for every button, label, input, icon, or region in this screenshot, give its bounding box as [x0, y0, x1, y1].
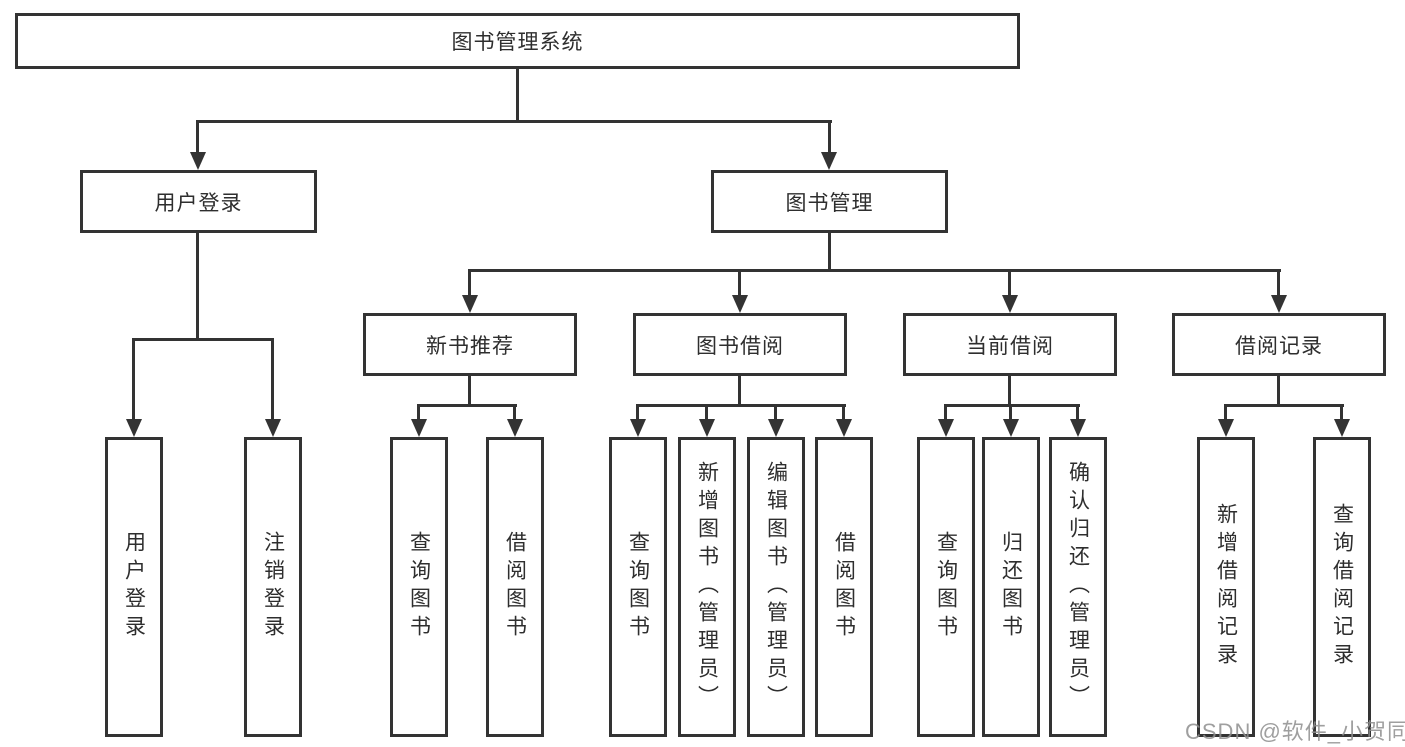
v-line: [468, 269, 471, 297]
leaf-label: 借阅图书: [503, 531, 527, 643]
leaf-label: 查询图书: [934, 531, 958, 643]
v-line: [516, 69, 519, 122]
v-line: [1277, 376, 1280, 407]
arrowhead-down: [507, 419, 523, 437]
v-line: [828, 120, 831, 154]
leaf-label: 注销登录: [261, 531, 285, 643]
leaf-add-book-admin: 新增图书（管理员）: [678, 437, 736, 737]
node-book-borrowing: 图书借阅: [633, 313, 847, 376]
v-line: [196, 233, 199, 340]
node-user-login: 用户登录: [80, 170, 317, 233]
arrowhead-down: [1002, 295, 1018, 313]
node-borrowing-records: 借阅记录: [1172, 313, 1386, 376]
v-line: [1009, 404, 1012, 421]
v-line: [132, 338, 135, 421]
v-line: [774, 404, 777, 421]
v-line: [842, 404, 845, 421]
h-line: [636, 404, 846, 407]
node-current-borrowing: 当前借阅: [903, 313, 1117, 376]
v-line: [738, 269, 741, 297]
v-line: [513, 404, 516, 421]
v-line: [1277, 269, 1280, 297]
leaf-label: 新增借阅记录: [1214, 503, 1238, 671]
arrowhead-down: [126, 419, 142, 437]
arrowhead-down: [768, 419, 784, 437]
node-new-book-recommendation: 新书推荐: [363, 313, 577, 376]
v-line: [1224, 404, 1227, 421]
leaf-borrow-books-recommend: 借阅图书: [486, 437, 544, 737]
leaf-label: 编辑图书（管理员）: [764, 461, 788, 713]
arrowhead-down: [699, 419, 715, 437]
h-line: [1224, 404, 1344, 407]
node-label: 用户登录: [154, 191, 243, 215]
h-line: [944, 404, 1080, 407]
arrowhead-down: [265, 419, 281, 437]
arrowhead-down: [732, 295, 748, 313]
leaf-query-borrow-record: 查询借阅记录: [1313, 437, 1371, 737]
arrowhead-down: [1003, 419, 1019, 437]
leaf-borrow-books-borrowing: 借阅图书: [815, 437, 873, 737]
csdn-watermark: CSDN @软件_小贺同学: [1185, 719, 1405, 744]
leaf-return-book: 归还图书: [982, 437, 1040, 737]
node-book-management: 图书管理: [711, 170, 948, 233]
leaf-logout: 注销登录: [244, 437, 302, 737]
leaf-edit-book-admin: 编辑图书（管理员）: [747, 437, 805, 737]
h-line: [132, 338, 274, 341]
v-line: [828, 233, 831, 272]
leaf-add-borrow-record: 新增借阅记录: [1197, 437, 1255, 737]
v-line: [1008, 376, 1011, 407]
leaf-label: 借阅图书: [832, 531, 856, 643]
arrowhead-down: [462, 295, 478, 313]
v-line: [705, 404, 708, 421]
v-line: [636, 404, 639, 421]
arrowhead-down: [938, 419, 954, 437]
arrowhead-down: [836, 419, 852, 437]
leaf-label: 确认归还（管理员）: [1066, 461, 1090, 713]
leaf-label: 查询借阅记录: [1330, 503, 1354, 671]
node-label: 图书管理: [785, 191, 874, 215]
arrowhead-down: [630, 419, 646, 437]
arrowhead-down: [821, 152, 837, 170]
v-line: [944, 404, 947, 421]
leaf-label: 查询图书: [626, 531, 650, 643]
node-label: 当前借阅: [966, 334, 1054, 358]
node-label: 图书借阅: [696, 334, 784, 358]
arrowhead-down: [190, 152, 206, 170]
v-line: [1340, 404, 1343, 421]
node-label: 借阅记录: [1235, 334, 1323, 358]
arrowhead-down: [1070, 419, 1086, 437]
node-label: 图书管理系统: [451, 31, 584, 54]
arrowhead-down: [1334, 419, 1350, 437]
leaf-label: 查询图书: [407, 531, 431, 643]
leaf-confirm-return-admin: 确认归还（管理员）: [1049, 437, 1107, 737]
leaf-user-login: 用户登录: [105, 437, 163, 737]
arrowhead-down: [1218, 419, 1234, 437]
h-line: [468, 269, 1281, 272]
node-label: 新书推荐: [426, 334, 514, 358]
v-line: [417, 404, 420, 421]
v-line: [738, 376, 741, 407]
leaf-query-books-recommend: 查询图书: [390, 437, 448, 737]
v-line: [271, 338, 274, 421]
v-line: [196, 120, 199, 154]
leaf-label: 用户登录: [122, 531, 146, 643]
node-library-management-system: 图书管理系统: [15, 13, 1020, 69]
leaf-label: 归还图书: [999, 531, 1023, 643]
leaf-query-books-borrowing: 查询图书: [609, 437, 667, 737]
v-line: [1008, 269, 1011, 297]
leaf-label: 新增图书（管理员）: [695, 461, 719, 713]
arrowhead-down: [1271, 295, 1287, 313]
h-line: [196, 120, 832, 123]
arrowhead-down: [411, 419, 427, 437]
leaf-query-books-current: 查询图书: [917, 437, 975, 737]
v-line: [468, 376, 471, 407]
h-line: [417, 404, 517, 407]
v-line: [1076, 404, 1079, 421]
